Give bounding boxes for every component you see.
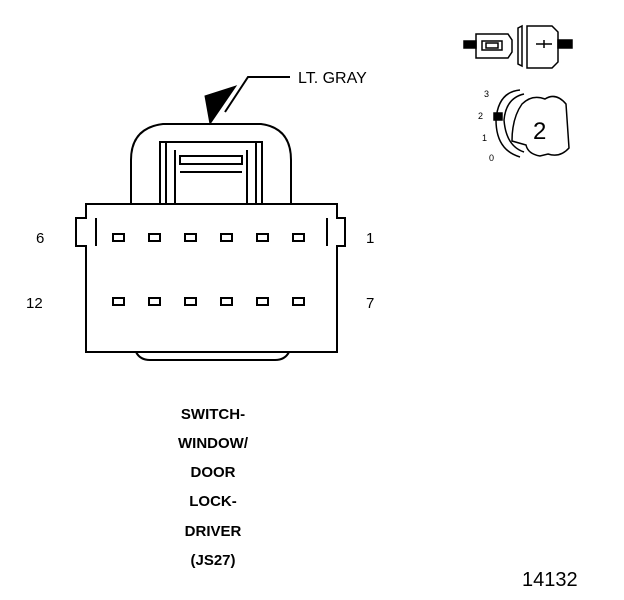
caption-line-1: SWITCH- xyxy=(180,406,246,423)
orientation-numbers: 3 2 1 0 2 xyxy=(478,89,546,163)
orientation-number-2: 2 xyxy=(478,111,483,121)
orientation-number-1: 1 xyxy=(482,133,487,143)
orientation-view xyxy=(493,89,570,158)
cavity-2 xyxy=(256,233,269,242)
cavity-10 xyxy=(184,297,197,306)
cavity-11 xyxy=(148,297,161,306)
pin-label-1: 1 xyxy=(366,230,375,247)
caption-line-3: DOOR xyxy=(190,464,236,481)
orientation-selected: 2 xyxy=(533,118,546,145)
connector-body xyxy=(75,123,346,361)
cavity-4 xyxy=(184,233,197,242)
wire-color-leader xyxy=(204,76,290,126)
cavity-9 xyxy=(220,297,233,306)
mating-connector-icon xyxy=(463,24,573,69)
cavity-1 xyxy=(292,233,305,242)
pin-label-12: 12 xyxy=(26,295,43,312)
caption-line-5: DRIVER xyxy=(184,523,242,540)
figure-number: 14132 xyxy=(522,569,578,591)
orientation-number-0: 0 xyxy=(489,153,494,163)
cavity-8 xyxy=(256,297,269,306)
wire-color-label: LT. GRAY xyxy=(298,70,367,87)
cavity-7 xyxy=(292,297,305,306)
caption-line-6: (JS27) xyxy=(190,552,236,569)
pin-label-6: 6 xyxy=(36,230,45,247)
caption-line-4: LOCK- xyxy=(189,493,237,510)
caption-line-2: WINDOW/ xyxy=(178,435,248,452)
cavity-12 xyxy=(112,297,125,306)
cavity-5 xyxy=(148,233,161,242)
orientation-number-3: 3 xyxy=(484,89,489,99)
cavity-3 xyxy=(220,233,233,242)
pin-label-7: 7 xyxy=(366,295,375,312)
cavity-6 xyxy=(112,233,125,242)
pin-cavities xyxy=(112,233,305,306)
